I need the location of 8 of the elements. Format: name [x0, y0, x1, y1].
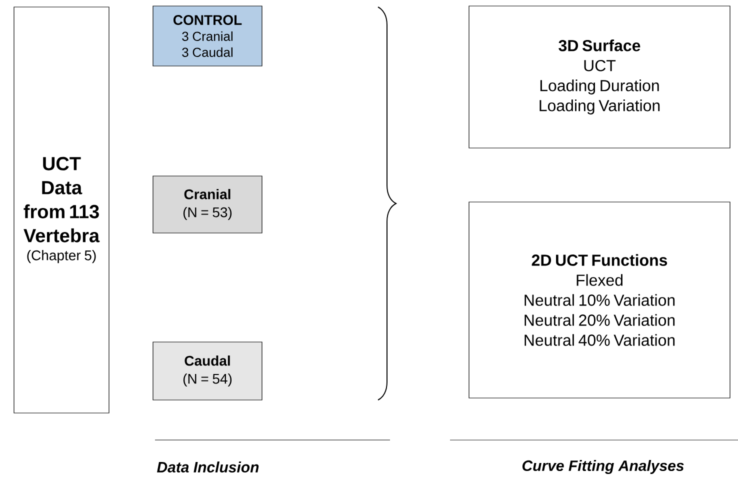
section-caption: Data Inclusion	[157, 462, 259, 472]
group-box: CONTROL 3 Cranial 3 Caudal	[152, 6, 262, 66]
analysis-box: 2D UCT Functions Flexed Neutral 10% Variation Neutral 20% Variation Neutral 40% Variation	[468, 202, 730, 398]
group-box: Caudal (N = 54)	[152, 342, 262, 400]
group-box: Cranial (N = 53)	[152, 176, 262, 234]
data-box: UCT Data from 113 Vertebra (Chapter 5)	[14, 6, 110, 414]
section-caption: Curve Fitting Analyses	[522, 460, 684, 474]
analysis-box: 3D Surface UCT Loading Duration Loading Variation	[468, 6, 730, 148]
